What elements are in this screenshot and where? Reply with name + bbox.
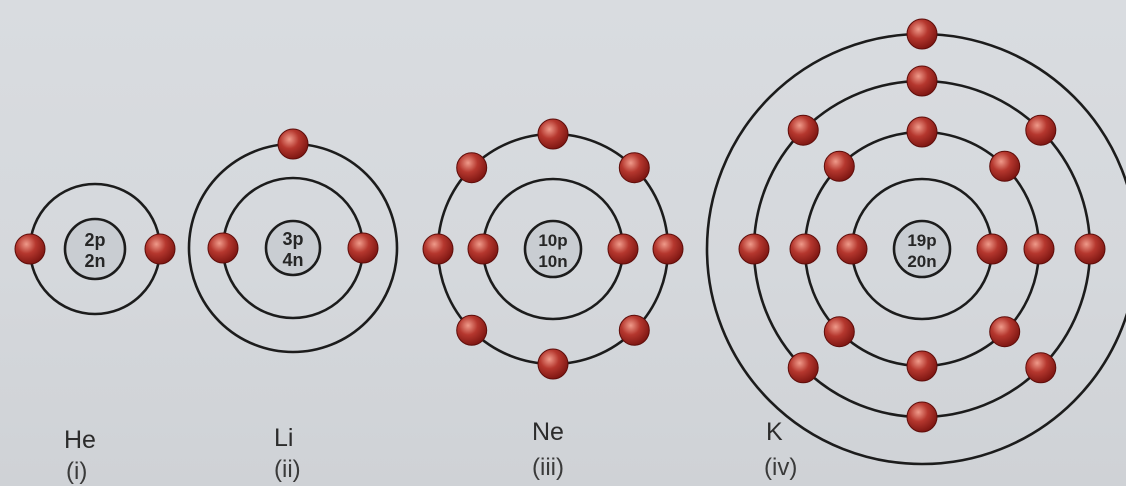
electron-he-shell-1-1	[14, 233, 46, 265]
electron-k-shell-3-6	[787, 352, 819, 384]
numeral-label-ii: (ii)	[274, 456, 301, 483]
nucleus-ne	[523, 219, 583, 279]
electron-ne-shell-1-1	[467, 233, 499, 265]
electron-k-shell-2-2	[823, 150, 855, 182]
symbol-label-li: Li	[274, 424, 294, 452]
electron-ne-shell-2-5	[652, 233, 684, 265]
electron-k-shell-3-4	[738, 233, 770, 265]
electron-k-shell-2-5	[1023, 233, 1055, 265]
electron-li-shell-1-1	[207, 232, 239, 264]
electron-he-shell-1-2	[144, 233, 176, 265]
nucleus-he	[63, 217, 127, 281]
electron-k-shell-4-1	[906, 18, 938, 50]
electron-k-shell-2-1	[906, 116, 938, 148]
electron-k-shell-1-2	[976, 233, 1008, 265]
electron-k-shell-3-5	[1074, 233, 1106, 265]
numeral-label-iii: (iii)	[532, 454, 564, 481]
electron-li-shell-1-2	[347, 232, 379, 264]
electron-ne-shell-2-4	[422, 233, 454, 265]
electron-ne-shell-2-3	[618, 152, 650, 184]
nucleus-k	[892, 219, 952, 279]
electron-k-shell-3-2	[787, 114, 819, 146]
electron-k-shell-3-1	[906, 65, 938, 97]
electron-k-shell-2-7	[989, 316, 1021, 348]
neutron-count-he: 2n	[84, 251, 105, 271]
electron-k-shell-3-8	[906, 401, 938, 433]
electron-k-shell-2-4	[789, 233, 821, 265]
proton-count-li: 3p	[282, 229, 303, 249]
neutron-count-ne: 10n	[538, 252, 567, 271]
electron-k-shell-2-8	[906, 350, 938, 382]
electron-k-shell-2-3	[989, 150, 1021, 182]
electron-k-shell-3-3	[1025, 114, 1057, 146]
symbol-label-he: He	[64, 426, 96, 454]
electron-ne-shell-2-7	[618, 314, 650, 346]
electron-li-shell-2-1	[277, 128, 309, 160]
electron-k-shell-3-7	[1025, 352, 1057, 384]
electron-k-shell-1-1	[836, 233, 868, 265]
proton-count-k: 19p	[907, 231, 936, 250]
numeral-label-i: (i)	[66, 458, 88, 485]
electron-ne-shell-2-8	[537, 348, 569, 380]
neutron-count-k: 20n	[907, 252, 936, 271]
electron-ne-shell-2-2	[456, 152, 488, 184]
electron-ne-shell-2-6	[456, 314, 488, 346]
symbol-label-k: K	[766, 418, 783, 446]
electron-ne-shell-1-2	[607, 233, 639, 265]
electron-k-shell-2-6	[823, 316, 855, 348]
electron-ne-shell-2-1	[537, 118, 569, 150]
proton-count-he: 2p	[84, 230, 105, 250]
proton-count-ne: 10p	[538, 231, 567, 250]
nucleus-li	[264, 219, 322, 277]
neutron-count-li: 4n	[282, 250, 303, 270]
numeral-label-iv: (iv)	[764, 454, 798, 481]
symbol-label-ne: Ne	[532, 418, 564, 446]
